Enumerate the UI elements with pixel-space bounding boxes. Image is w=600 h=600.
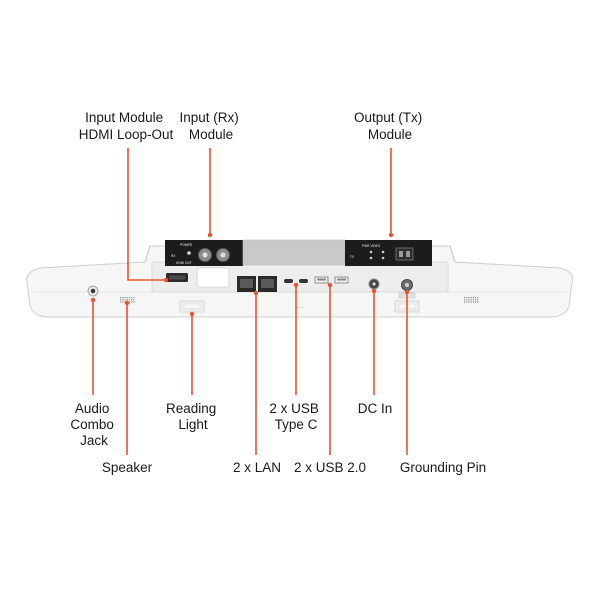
- center-indicator-icon: ···: [296, 303, 304, 312]
- audio-jack-icon[interactable]: [87, 285, 99, 297]
- usb-c-port-icon[interactable]: [284, 279, 293, 283]
- speaker-grille-icon: [120, 297, 135, 303]
- hdmi-port-icon[interactable]: [166, 273, 188, 282]
- speaker-grille-icon: [464, 297, 479, 303]
- label-output-tx: Output (Tx) Module: [354, 110, 426, 142]
- bnc-connector-icon[interactable]: [198, 248, 212, 262]
- blank-plate: [242, 239, 346, 266]
- label-lan: 2 x LAN: [233, 460, 281, 475]
- tx-label: TX: [350, 255, 355, 259]
- usb-port-icon[interactable]: [314, 276, 329, 284]
- label-grounding-pin: Grounding Pin: [400, 460, 486, 475]
- label-reading-light: Reading Light: [166, 401, 220, 432]
- dc-jack-icon[interactable]: [368, 278, 380, 290]
- reading-light-icon: [179, 300, 205, 313]
- usb-port-icon[interactable]: [334, 276, 349, 284]
- leader-lines: [90, 148, 410, 455]
- bnc-connector-icon[interactable]: [216, 248, 230, 262]
- label-input-hdmi-loopout: Input Module HDMI Loop-Out: [79, 110, 174, 142]
- pwr-video-label: PWR VIDEO: [362, 244, 381, 248]
- label-usb-c: 2 x USB Type C: [269, 401, 322, 432]
- label-speaker: Speaker: [102, 460, 153, 475]
- lan-port-icon[interactable]: [258, 276, 277, 292]
- label-input-rx: Input (Rx) Module: [179, 110, 242, 142]
- label-usb2: 2 x USB 2.0: [294, 460, 366, 475]
- output-module-panel: PWR VIDEO TX: [345, 240, 432, 266]
- power-label: POWER: [180, 243, 193, 247]
- module-cover: [196, 267, 230, 288]
- leader-hdmi-loopout: [127, 148, 166, 281]
- label-dc-in: DC In: [358, 401, 393, 416]
- usb-c-port-icon[interactable]: [299, 279, 308, 283]
- hdmi-out-label: HDMI OUT: [176, 261, 192, 265]
- lan-port-icon[interactable]: [237, 276, 256, 292]
- label-audio-combo-jack: Audio Combo Jack: [70, 401, 117, 448]
- rx-label: RX: [171, 254, 176, 258]
